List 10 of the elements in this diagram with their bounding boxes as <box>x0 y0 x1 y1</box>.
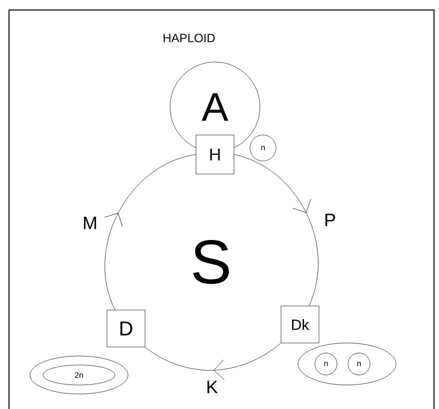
center-label: S <box>193 240 229 284</box>
edge-label: M <box>82 216 98 230</box>
heading: HAPLOID <box>164 34 215 42</box>
edge-label: K <box>205 380 219 394</box>
cell-ellipse <box>30 356 128 394</box>
stage-box: Dk <box>280 306 320 344</box>
edge-label: P <box>323 212 337 228</box>
stage-box: D <box>106 310 146 348</box>
stage-box: H <box>196 134 234 174</box>
cell-ellipse <box>298 342 396 386</box>
